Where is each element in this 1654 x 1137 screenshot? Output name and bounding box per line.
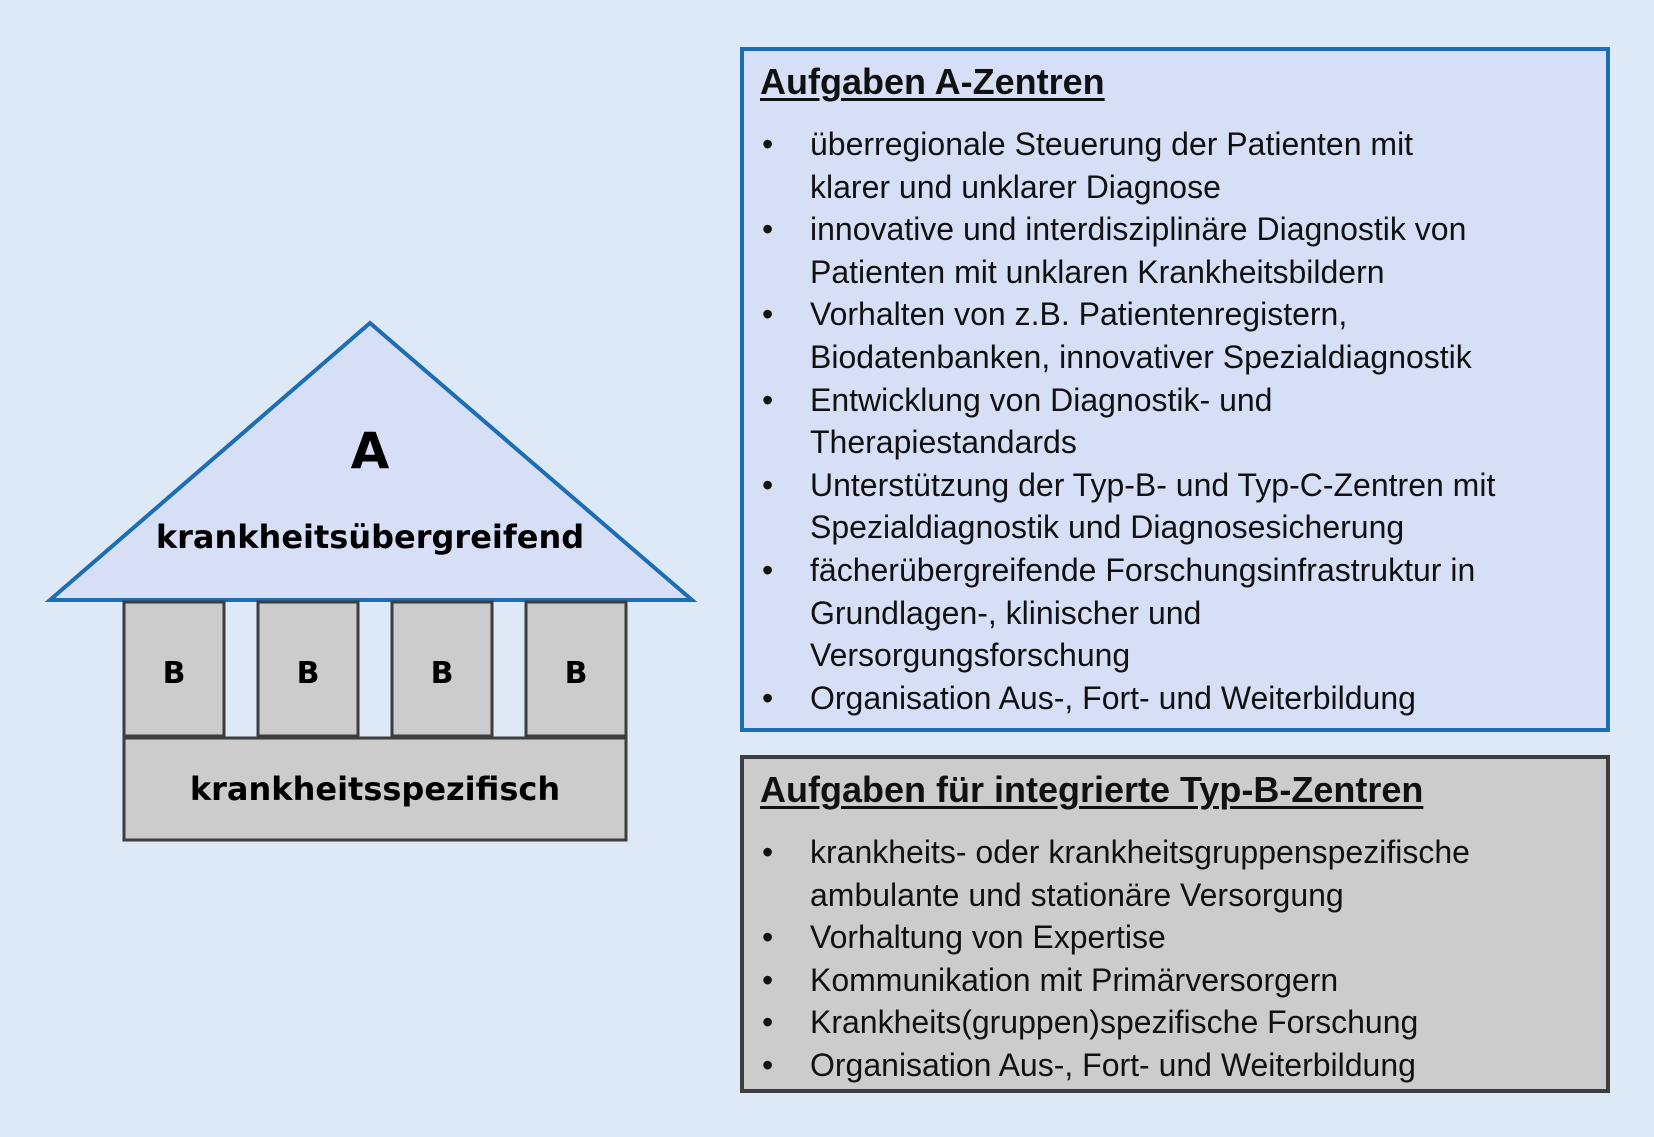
bullet: • <box>762 834 774 870</box>
b-centers-title: Aufgaben für integrierte Typ-B-Zentren <box>760 769 1424 810</box>
list-item-text: fächerübergreifende Forschungsinfrastruk… <box>810 551 1476 674</box>
list-item: • Entwicklung von Diagnostik- und Therapi… <box>760 379 1590 464</box>
pillar-1-label: B <box>163 656 186 691</box>
list-item-text: Kommunikation mit Primärversorgern <box>810 961 1339 998</box>
roof-triangle <box>44 320 698 602</box>
list-item-text: krankheits- oder krankheitsgruppenspezif… <box>810 834 1470 913</box>
list-item-text: überregionale Steuerung der Patienten mi… <box>810 126 1414 205</box>
a-centers-tasks-panel: Aufgaben A-Zentren • überregionale Steuer… <box>740 47 1610 732</box>
pillar-3-label: B <box>431 656 454 691</box>
list-item-text: Entwicklung von Diagnostik- und Therapie… <box>810 381 1273 461</box>
bullet: • <box>762 296 774 333</box>
roof-letter: A <box>351 422 390 480</box>
list-item: • Krankheits(gruppen)spezifische Forschun… <box>760 1001 1590 1044</box>
list-item: • Unterstützung der Typ-B- und Typ-C-Zent… <box>760 464 1590 549</box>
list-item: • krankheits- oder krankheitsgruppenspezi… <box>760 831 1590 916</box>
bullet: • <box>762 211 774 248</box>
bullet: • <box>762 466 774 503</box>
a-centers-title: Aufgaben A-Zentren <box>760 61 1105 102</box>
pillar-3 <box>390 600 494 738</box>
b-centers-task-list: • krankheits- oder krankheitsgruppenspezi… <box>760 831 1590 1087</box>
list-item-text: Organisation Aus-, Fort- und Weiterbildu… <box>810 679 1416 716</box>
list-item: • innovative und interdisziplinäre Diagno… <box>760 208 1590 293</box>
list-item: • Organisation Aus-, Fort- und Weiterbild… <box>760 677 1590 720</box>
list-item-text: Vorhaltung von Expertise <box>810 919 1166 956</box>
b-centers-tasks-panel: Aufgaben für integrierte Typ-B-Zentren •… <box>740 755 1610 1093</box>
bullet: • <box>762 381 774 418</box>
bullet: • <box>762 961 774 998</box>
bullet: • <box>762 679 774 716</box>
list-item: • Vorhaltung von Expertise <box>760 916 1590 959</box>
list-item: • fächerübergreifende Forschungsinfrastru… <box>760 549 1590 677</box>
bullet: • <box>762 1004 774 1041</box>
pillar-4-label: B <box>565 656 588 691</box>
pillar-1 <box>122 600 226 738</box>
list-item-text: innovative und interdisziplinäre Diagnos… <box>810 211 1467 290</box>
list-item: • Organisation Aus-, Fort- und Weiterbild… <box>760 1044 1590 1087</box>
house-diagram: A krankheitsübergreifend B B B B krankhe… <box>44 320 698 842</box>
a-centers-task-list: • überregionale Steuerung der Patienten m… <box>760 123 1590 719</box>
list-item-text: Organisation Aus-, Fort- und Weiterbildu… <box>810 1046 1416 1083</box>
pillar-4 <box>524 600 628 738</box>
bullet: • <box>762 551 774 588</box>
list-item: • Kommunikation mit Primärversorgern <box>760 959 1590 1002</box>
list-item-text: Krankheits(gruppen)spezifische Forschung <box>810 1004 1419 1041</box>
foundation-label: krankheitsspezifisch <box>190 770 560 808</box>
list-item-text: Unterstützung der Typ-B- und Typ-C-Zentr… <box>810 466 1496 546</box>
list-item: • überregionale Steuerung der Patienten m… <box>760 123 1590 208</box>
bullet: • <box>762 919 774 956</box>
roof-label: krankheitsübergreifend <box>156 518 584 556</box>
foundation <box>122 736 628 842</box>
list-item: • Vorhalten von z.B. Patientenregistern, … <box>760 293 1590 378</box>
bullet: • <box>762 126 774 162</box>
bullet: • <box>762 1046 774 1083</box>
pillar-2 <box>256 600 360 738</box>
list-item-text: Vorhalten von z.B. Patientenregistern, B… <box>810 296 1472 375</box>
pillar-2-label: B <box>297 656 320 691</box>
